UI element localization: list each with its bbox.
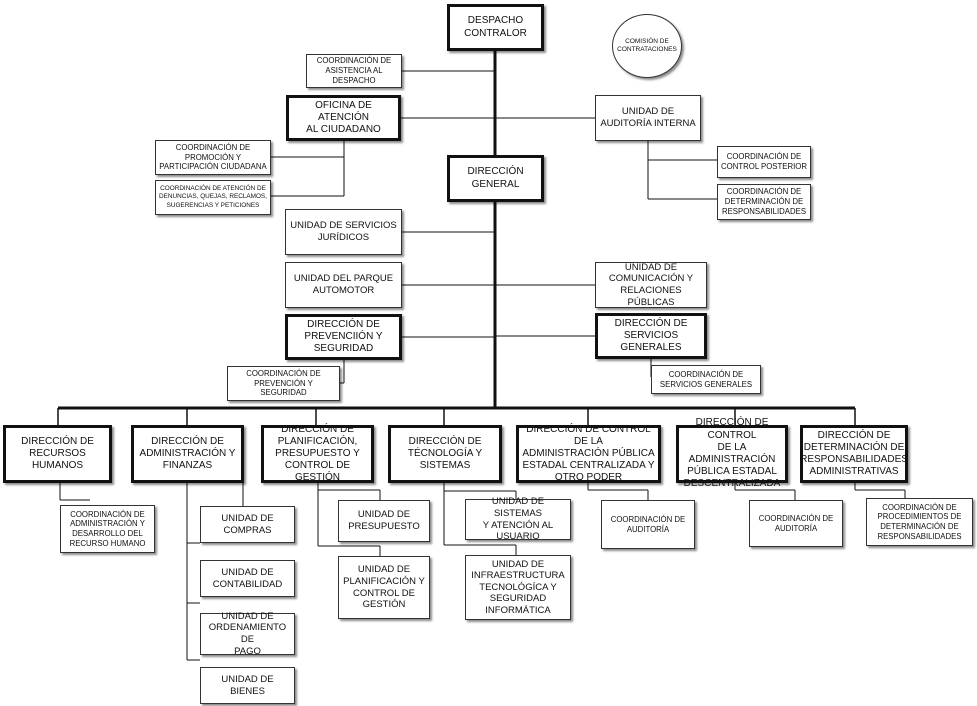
- direccion-control-descentralizada-box: DIRECCIÓN DE CONTROL DE LA ADMINISTRACIÓ…: [676, 417, 788, 489]
- coordinacion-denuncias-box: COORDINACIÓN DE ATENCIÓN DE DENUNCIAS, Q…: [155, 180, 271, 215]
- unidad-compras-box: UNIDAD DE COMPRAS: [200, 506, 295, 543]
- unidad-presupuesto-box: UNIDAD DE PRESUPUESTO: [338, 500, 430, 542]
- unidad-servicios-juridicos-box: UNIDAD DE SERVICIOS JURÍDICOS: [285, 209, 402, 255]
- unidad-parque-automotor-box: UNIDAD DEL PARQUE AUTOMOTOR: [285, 262, 402, 308]
- direccion-planificacion-box: DIRECCIÓN DE PLANIFICACIÓN, PRESUPUESTO …: [261, 424, 374, 483]
- coordinacion-control-posterior-box: COORDINACIÓN DE CONTROL POSTERIOR: [717, 146, 811, 178]
- unidad-bienes-box: UNIDAD DE BIENES: [200, 667, 295, 704]
- coordinacion-auditoria-centralizada-box: COORDINACIÓN DE AUDITORÍA: [601, 500, 695, 549]
- unidad-sistemas-atencion-box: UNIDAD DE SISTEMAS Y ATENCIÓN AL USUARIO: [465, 496, 571, 542]
- unidad-infraestructura-box: UNIDAD DE INFRAESTRUCTURA TECNOLÓGÍCA Y …: [465, 555, 571, 620]
- coordinacion-procedimientos-box: COORDINACIÓN DE PROCEDIMIENTOS DE DETERM…: [866, 498, 973, 546]
- direccion-determinacion-responsabilidades-box: DIRECCIÓN DE DETERMINACIÓN DE RESPONSABI…: [800, 425, 908, 483]
- direccion-general-box: DIRECCIÓN GENERAL: [447, 155, 544, 202]
- comision-contrataciones-circle: COMISIÓN DE CONTRATACIONES: [612, 14, 682, 78]
- direccion-control-centralizada-box: DIRECCIÓN DE CONTROL DE LA ADMINISTRACIÓ…: [516, 424, 661, 483]
- coordinacion-administracion-rrhh-box: COORDINACIÓN DE ADMINISTRACIÓN Y DESARRO…: [60, 505, 155, 553]
- coordinacion-determinacion-responsabilidades-box: COORDINACIÓN DE DETERMINACIÓN DE RESPONS…: [717, 184, 811, 220]
- oficina-atencion-ciudadano-box: OFICINA DE ATENCIÓN AL CIUDADANO: [286, 95, 401, 141]
- coordinacion-asistencia-box: COORDINACIÓN DE ASISTENCIA AL DESPACHO: [306, 54, 402, 88]
- unidad-contabilidad-box: UNIDAD DE CONTABILIDAD: [200, 560, 295, 597]
- direccion-prevencion-seguridad-box: DIRECCIÓN DE PREVENCIIÓN Y SEGURIDAD: [285, 314, 402, 360]
- direccion-recursos-humanos-box: DIRECCIÓN DE RECURSOS HUMANOS: [3, 425, 112, 483]
- coordinacion-auditoria-descentralizada-box: COORDINACIÓN DE AUDITORÍA: [749, 500, 843, 547]
- despacho-contralor-box: DESPACHO CONTRALOR: [447, 4, 544, 51]
- unidad-ordenamiento-pago-box: UNIDAD DE ORDENAMIENTO DE PAGO: [200, 611, 295, 657]
- direccion-tecnologia-box: DIRECCIÓN DE TÉCNOLOGÍA Y SISTEMAS: [388, 425, 502, 483]
- unidad-planificacion-control-box: UNIDAD DE PLANIFICACIÓN Y CONTROL DE GES…: [338, 556, 430, 619]
- unidad-auditoria-interna-box: UNIDAD DE AUDITORÍA INTERNA: [595, 95, 701, 141]
- direccion-servicios-generales-box: DIRECCIÓN DE SERVICIOS GENERALES: [595, 313, 707, 359]
- coordinacion-servicios-generales-box: COORDINACIÓN DE SERVICIOS GENERALES: [651, 365, 761, 394]
- coordinacion-prevencion-box: COORDINACIÓN DE PREVENCIÓN Y SEGURIDAD: [227, 366, 340, 401]
- unidad-comunicacion-box: UNIDAD DE COMUNICACIÓN Y RELACIONES PÚBL…: [595, 262, 707, 308]
- coordinacion-promocion-box: COORDINACIÓN DE PROMOCIÓN Y PARTICIPACIÓ…: [155, 140, 271, 175]
- direccion-administracion-finanzas-box: DIRECCIÓN DE ADMINISTRACIÓN Y FINANZAS: [131, 425, 244, 483]
